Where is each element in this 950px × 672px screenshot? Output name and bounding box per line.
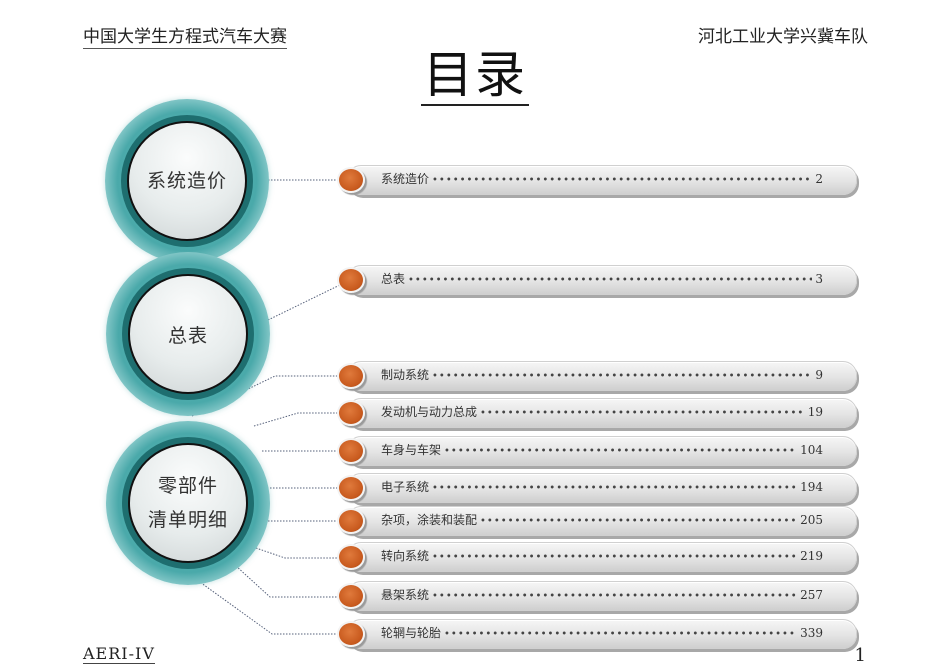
toc-entry-page: 339 [800,626,823,640]
toc-entry-page: 104 [800,443,823,457]
toc-entry[interactable]: 系统造价 2 [337,165,857,195]
toc-entry-name: 转向系统 [381,549,430,563]
toc-entry[interactable]: 总表 3 [337,265,857,295]
toc-entry[interactable]: 轮辋与轮胎 339 [337,619,857,649]
orange-bullet-icon [337,167,365,193]
toc-entry-name: 电子系统 [381,480,430,494]
toc-entry-name: 发动机与动力总成 [381,405,478,419]
circle-ring: 系统造价 [121,115,253,247]
circle-label: 总表 [167,325,208,347]
circle-face: 零部件 清单明细 [128,443,248,563]
category-circle-summary[interactable]: 总表 [106,252,270,416]
category-circle-parts[interactable]: 零部件 清单明细 [106,421,270,585]
toc-entry[interactable]: 发动机与动力总成 19 [337,398,857,428]
circle-face: 系统造价 [127,121,247,241]
toc-entry-name: 杂项，涂装和装配 [381,513,478,527]
toc-entry-page: 9 [815,368,823,382]
toc-entry[interactable]: 悬架系统 257 [337,581,857,611]
header-team-name: 河北工业大学兴冀车队 [698,27,868,47]
orange-bullet-icon [337,508,365,534]
footer-car-model: AERI-IV [83,644,155,664]
toc-entry-name: 制动系统 [381,368,430,382]
leader-dots [432,552,797,563]
toc-entry-page: 219 [800,549,823,563]
leader-dots [432,371,812,382]
leader-dots [432,483,797,494]
orange-bullet-icon [337,267,365,293]
page-title-container: 目录 [0,46,950,106]
toc-entry-page: 19 [807,405,823,419]
page-number: 1 [854,645,866,666]
leader-dots [432,591,797,602]
orange-bullet-icon [337,544,365,570]
leader-dots [444,629,797,640]
toc-entry-page: 3 [815,272,823,286]
page-title: 目录 [421,46,529,106]
toc-entry[interactable]: 制动系统 9 [337,361,857,391]
orange-bullet-icon [337,400,365,426]
toc-entry-page: 257 [800,588,823,602]
leader-dots [480,408,805,419]
toc-entry-page: 194 [800,480,823,494]
leader-dots [408,275,812,286]
toc-entry-name: 系统造价 [381,172,430,186]
category-circle-cost[interactable]: 系统造价 [105,99,269,263]
circle-label-line1: 零部件 [157,475,218,497]
toc-entry-name: 轮辋与轮胎 [381,626,442,640]
orange-bullet-icon [337,621,365,647]
circle-label: 系统造价 [146,170,227,192]
toc-entry-page: 2 [815,172,823,186]
circle-face: 总表 [128,274,248,394]
orange-bullet-icon [337,438,365,464]
leader-dots [480,516,797,527]
circle-label-line2: 清单明细 [147,509,228,531]
circle-ring: 零部件 清单明细 [122,437,254,569]
orange-bullet-icon [337,475,365,501]
orange-bullet-icon [337,363,365,389]
toc-entry[interactable]: 车身与车架 104 [337,436,857,466]
toc-entry[interactable]: 杂项，涂装和装配 205 [337,506,857,536]
toc-entry-page: 205 [800,513,823,527]
toc-entry-name: 总表 [381,272,406,286]
toc-entry[interactable]: 电子系统 194 [337,473,857,503]
header-competition-name: 中国大学生方程式汽车大赛 [83,22,287,49]
orange-bullet-icon [337,583,365,609]
toc-entry[interactable]: 转向系统 219 [337,542,857,572]
toc-entry-name: 悬架系统 [381,588,430,602]
circle-ring: 总表 [122,268,254,400]
leader-dots [444,446,797,457]
leader-dots [432,175,812,186]
toc-entry-name: 车身与车架 [381,443,442,457]
